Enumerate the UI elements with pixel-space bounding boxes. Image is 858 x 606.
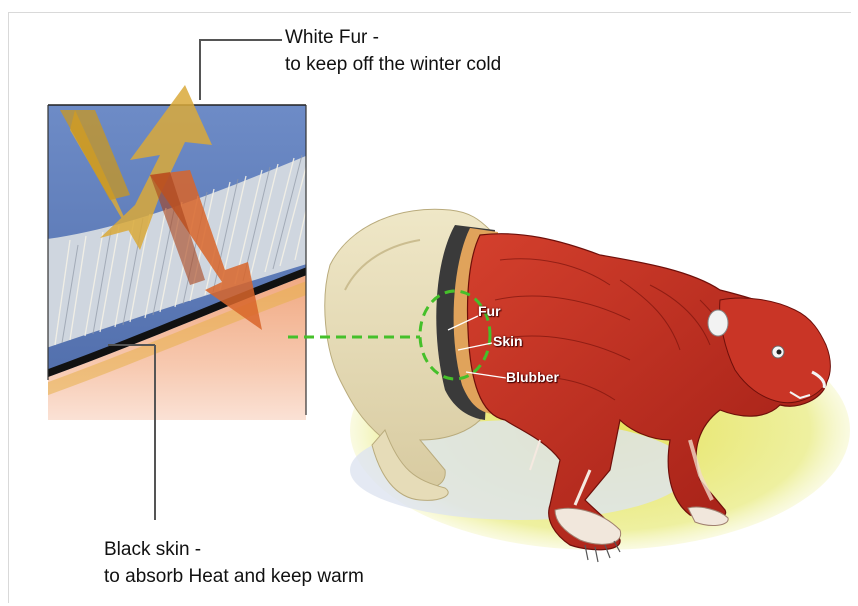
skin-label: Skin xyxy=(493,333,523,349)
white-fur-leader xyxy=(200,40,282,100)
white-fur-title: White Fur - xyxy=(285,24,379,51)
blubber-label: Blubber xyxy=(506,369,559,385)
fur-label: Fur xyxy=(478,303,501,319)
polar-bear xyxy=(325,209,850,562)
black-skin-title: Black skin - xyxy=(104,536,201,563)
white-fur-description: to keep off the winter cold xyxy=(285,51,501,78)
black-skin-description: to absorb Heat and keep warm xyxy=(104,563,364,590)
bear-ear xyxy=(708,310,728,336)
